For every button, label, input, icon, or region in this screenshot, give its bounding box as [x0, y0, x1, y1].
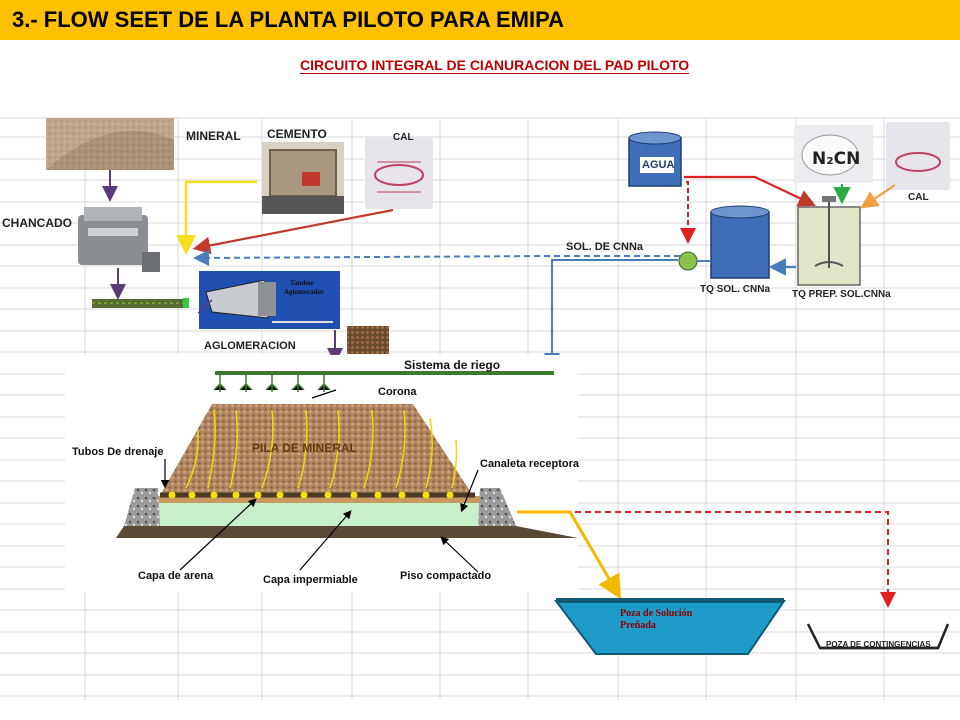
cemento-photo	[262, 142, 344, 214]
pump-icon	[678, 251, 711, 271]
poza-solucion-label: Poza de Solución Preñada	[620, 608, 693, 631]
tq-sol-tank	[710, 205, 770, 279]
pad-pointers	[160, 389, 479, 573]
sprinklers	[213, 373, 331, 392]
arrow-agua-dashed	[680, 181, 696, 244]
arrow-agua-red	[684, 175, 816, 207]
arrow-cal-red	[192, 208, 394, 255]
diagram-subtitle: CIRCUITO INTEGRAL DE CIANURACION DEL PAD…	[300, 57, 690, 74]
cal-right-label: CAL	[908, 192, 929, 203]
capa-arena-label: Capa de arena	[138, 570, 214, 582]
agglomerate-photo	[347, 326, 389, 354]
arrow-cemento-yellow	[176, 180, 257, 255]
crusher-machine	[78, 207, 160, 272]
impermeable-layer	[124, 503, 516, 526]
header-bar	[0, 0, 960, 40]
mineral-pile	[161, 404, 472, 494]
sistema-riego-label: Sistema de riego	[404, 358, 501, 372]
mineral-label: MINERAL	[186, 129, 241, 143]
base-layer	[116, 526, 578, 538]
nacn-photo	[794, 125, 873, 183]
arrow-to-poza-solucion	[517, 510, 622, 600]
svg-text:Aglomerador: Aglomerador	[284, 288, 324, 296]
cemento-label: CEMENTO	[267, 127, 327, 141]
page-title: 3.- FLOW SEET DE LA PLANTA PILOTO PARA E…	[12, 7, 565, 32]
chancado-label: CHANCADO	[2, 216, 72, 230]
agua-label: AGUA	[642, 159, 675, 171]
arrow-to-poza-contingencias	[575, 511, 896, 608]
mineral-photo	[46, 118, 174, 170]
tq-sol-label: TQ SOL. CNNa	[700, 284, 771, 295]
cal-top-label: CAL	[393, 132, 414, 143]
tq-prep-tank	[797, 196, 861, 286]
poza-contingencias	[806, 623, 950, 650]
corona-label: Corona	[378, 386, 417, 398]
poza-solucion	[553, 598, 786, 655]
arrow-belt-drum	[197, 299, 213, 314]
cal-bag-top	[365, 137, 433, 209]
canaleta-label: Canaleta receptora	[480, 458, 580, 470]
tambor-aglomerador: Tambor Aglomerador	[199, 271, 340, 329]
drainage-dots	[168, 491, 454, 499]
tq-prep-label: TQ PREP. SOL.CNNa	[792, 289, 891, 300]
pila-label: PILA DE MINERAL	[252, 441, 357, 455]
poza-contingencias-label: POZA DE CONTINGENCIAS	[826, 640, 931, 649]
tambor-label: Tambor	[290, 279, 314, 287]
right-berm	[478, 488, 516, 526]
arrow-sol-dashed-back	[193, 249, 680, 266]
cal-bag-right	[886, 122, 950, 190]
aglomeracion-label: AGLOMERACION	[204, 340, 296, 352]
tubos-drenaje-label: Tubos De drenaje	[72, 446, 164, 458]
sol-cnna-label: SOL. DE CNNa	[566, 241, 644, 253]
nacn-label: N₂CN	[812, 149, 861, 169]
arrow-sol-riego	[544, 259, 678, 369]
conveyor-belt	[92, 298, 189, 308]
piso-compactado-label: Piso compactado	[400, 570, 492, 582]
arrow-cal-orange	[860, 184, 896, 209]
left-berm	[124, 488, 160, 526]
agua-tank	[628, 131, 682, 187]
percolation-arrows	[185, 409, 458, 489]
capa-impermiable-label: Capa impermiable	[263, 574, 358, 586]
